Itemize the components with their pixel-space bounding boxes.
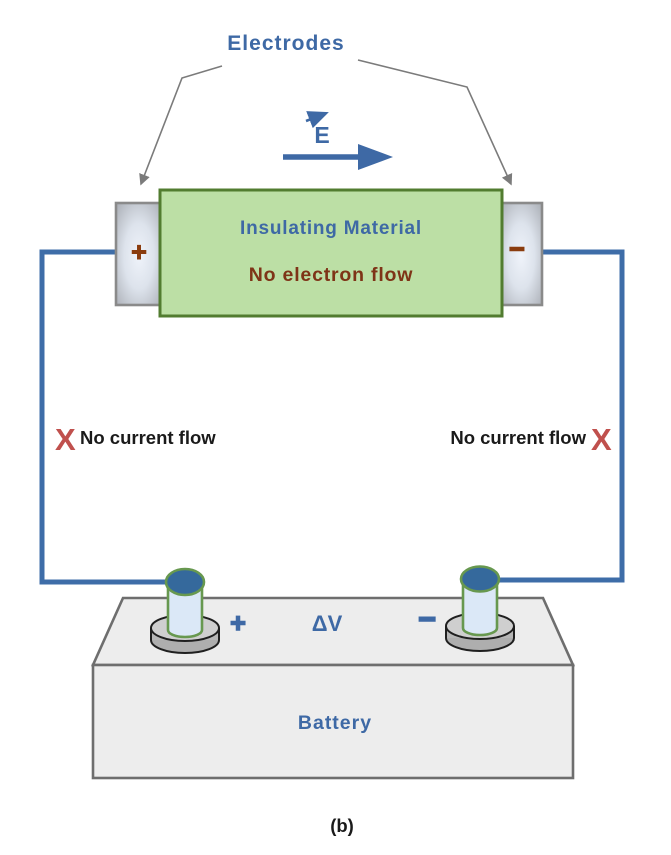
battery: Battery + ΔV − [90, 565, 576, 780]
electrode-leader-lines [139, 59, 513, 186]
no-current-label-right: No current flow [450, 427, 586, 448]
battery-front-face [91, 663, 575, 780]
insulator-box [158, 188, 504, 318]
wire-left [39, 249, 186, 585]
no-current-left: X No current flow [55, 422, 216, 457]
electrode-left-sign: + [131, 237, 147, 267]
leader-line-right [357, 59, 513, 186]
e-field-arrow-icon [283, 144, 393, 170]
battery-negative-sign: − [418, 603, 436, 636]
insulator-subtitle: No electron flow [249, 264, 414, 286]
electrodes-label: Electrodes [227, 32, 344, 55]
wire-right [480, 249, 625, 583]
x-mark-left: X [55, 422, 76, 457]
terminal-cap-icon [164, 567, 206, 597]
e-field-annotation: E [283, 111, 393, 170]
no-current-right: No current flow X [450, 422, 612, 457]
battery-terminal-negative [445, 565, 515, 652]
leader-line-left [139, 65, 223, 186]
battery-positive-sign: + [230, 608, 246, 638]
electrode-right-sign: − [509, 234, 525, 264]
circuit-wires [39, 249, 625, 585]
battery-label: Battery [298, 712, 372, 734]
e-vector-hat-arrow-icon [305, 111, 329, 129]
no-current-label-left: No current flow [80, 427, 216, 448]
x-mark-right: X [591, 422, 612, 457]
insulator-title: Insulating Material [240, 218, 422, 239]
terminal-cap-icon [459, 565, 501, 593]
terminal-post [461, 579, 499, 637]
terminal-post [166, 582, 204, 639]
battery-voltage-label: ΔV [312, 611, 343, 636]
battery-terminal-positive [150, 567, 220, 654]
figure-caption: (b) [330, 815, 354, 836]
e-field-symbol: E [314, 122, 329, 148]
